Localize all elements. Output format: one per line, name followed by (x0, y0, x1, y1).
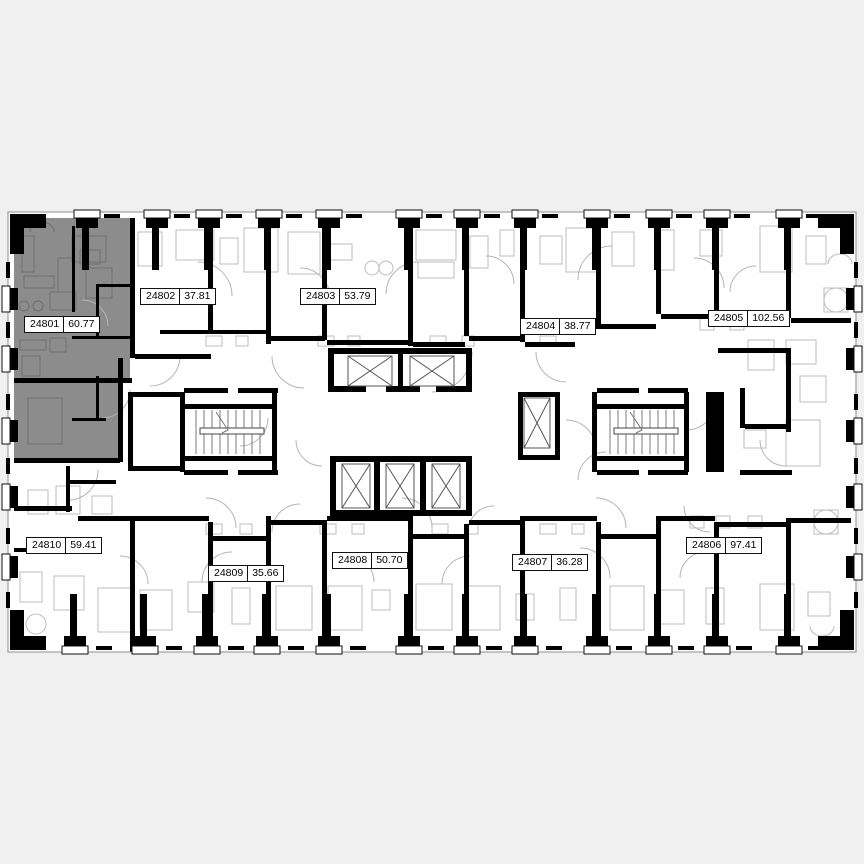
unit-label-24801[interactable]: 24801 60.77 (24, 316, 101, 333)
facade-corners (10, 214, 854, 650)
facade-columns-bottom (61, 594, 824, 655)
label-divider (371, 553, 373, 568)
unit-area: 36.28 (556, 556, 583, 569)
unit-area: 59.41 (70, 539, 97, 552)
unit-id: 24807 (518, 556, 548, 569)
facade-columns-left (1, 262, 18, 608)
unit-area: 60.77 (68, 318, 95, 331)
label-divider (551, 555, 553, 570)
unit-id: 24808 (338, 554, 368, 567)
unit-label-24803[interactable]: 24803 53.79 (300, 288, 377, 305)
label-divider (247, 566, 249, 581)
label-divider (559, 319, 561, 334)
label-divider (179, 289, 181, 304)
stair-treads (195, 410, 679, 454)
label-divider (339, 289, 341, 304)
unit-id: 24810 (32, 539, 62, 552)
unit-area: 38.77 (564, 320, 591, 333)
label-divider (725, 538, 727, 553)
unit-id: 24806 (692, 539, 722, 552)
unit-label-24805[interactable]: 24805 102.56 (708, 310, 791, 327)
unit-label-24809[interactable]: 24809 35.66 (208, 565, 285, 582)
label-divider (747, 311, 749, 326)
unit-area: 102.56 (752, 312, 785, 325)
unit-id: 24802 (146, 290, 176, 303)
label-divider (65, 538, 67, 553)
unit-label-24808[interactable]: 24808 50.70 (332, 552, 409, 569)
unit-label-24806[interactable]: 24806 97.41 (686, 537, 763, 554)
unit-area: 53.79 (344, 290, 371, 303)
unit-area: 50.70 (376, 554, 403, 567)
elevator-cabs (341, 355, 551, 509)
label-divider (63, 317, 65, 332)
unit-label-24802[interactable]: 24802 37.81 (140, 288, 217, 305)
unit-area: 97.41 (730, 539, 757, 552)
unit-area: 37.81 (184, 290, 211, 303)
unit-id: 24803 (306, 290, 336, 303)
facade-columns-top (73, 209, 822, 270)
unit-label-24807[interactable]: 24807 36.28 (512, 554, 589, 571)
partition-walls (72, 226, 130, 421)
unit-area: 35.66 (252, 567, 279, 580)
unit-id: 24801 (30, 318, 60, 331)
unit-label-24810[interactable]: 24810 59.41 (26, 537, 103, 554)
unit-id: 24804 (526, 320, 556, 333)
facade-columns-right (846, 262, 863, 608)
unit-label-24804[interactable]: 24804 38.77 (520, 318, 597, 335)
unit-id: 24805 (714, 312, 744, 325)
unit-id: 24809 (214, 567, 244, 580)
